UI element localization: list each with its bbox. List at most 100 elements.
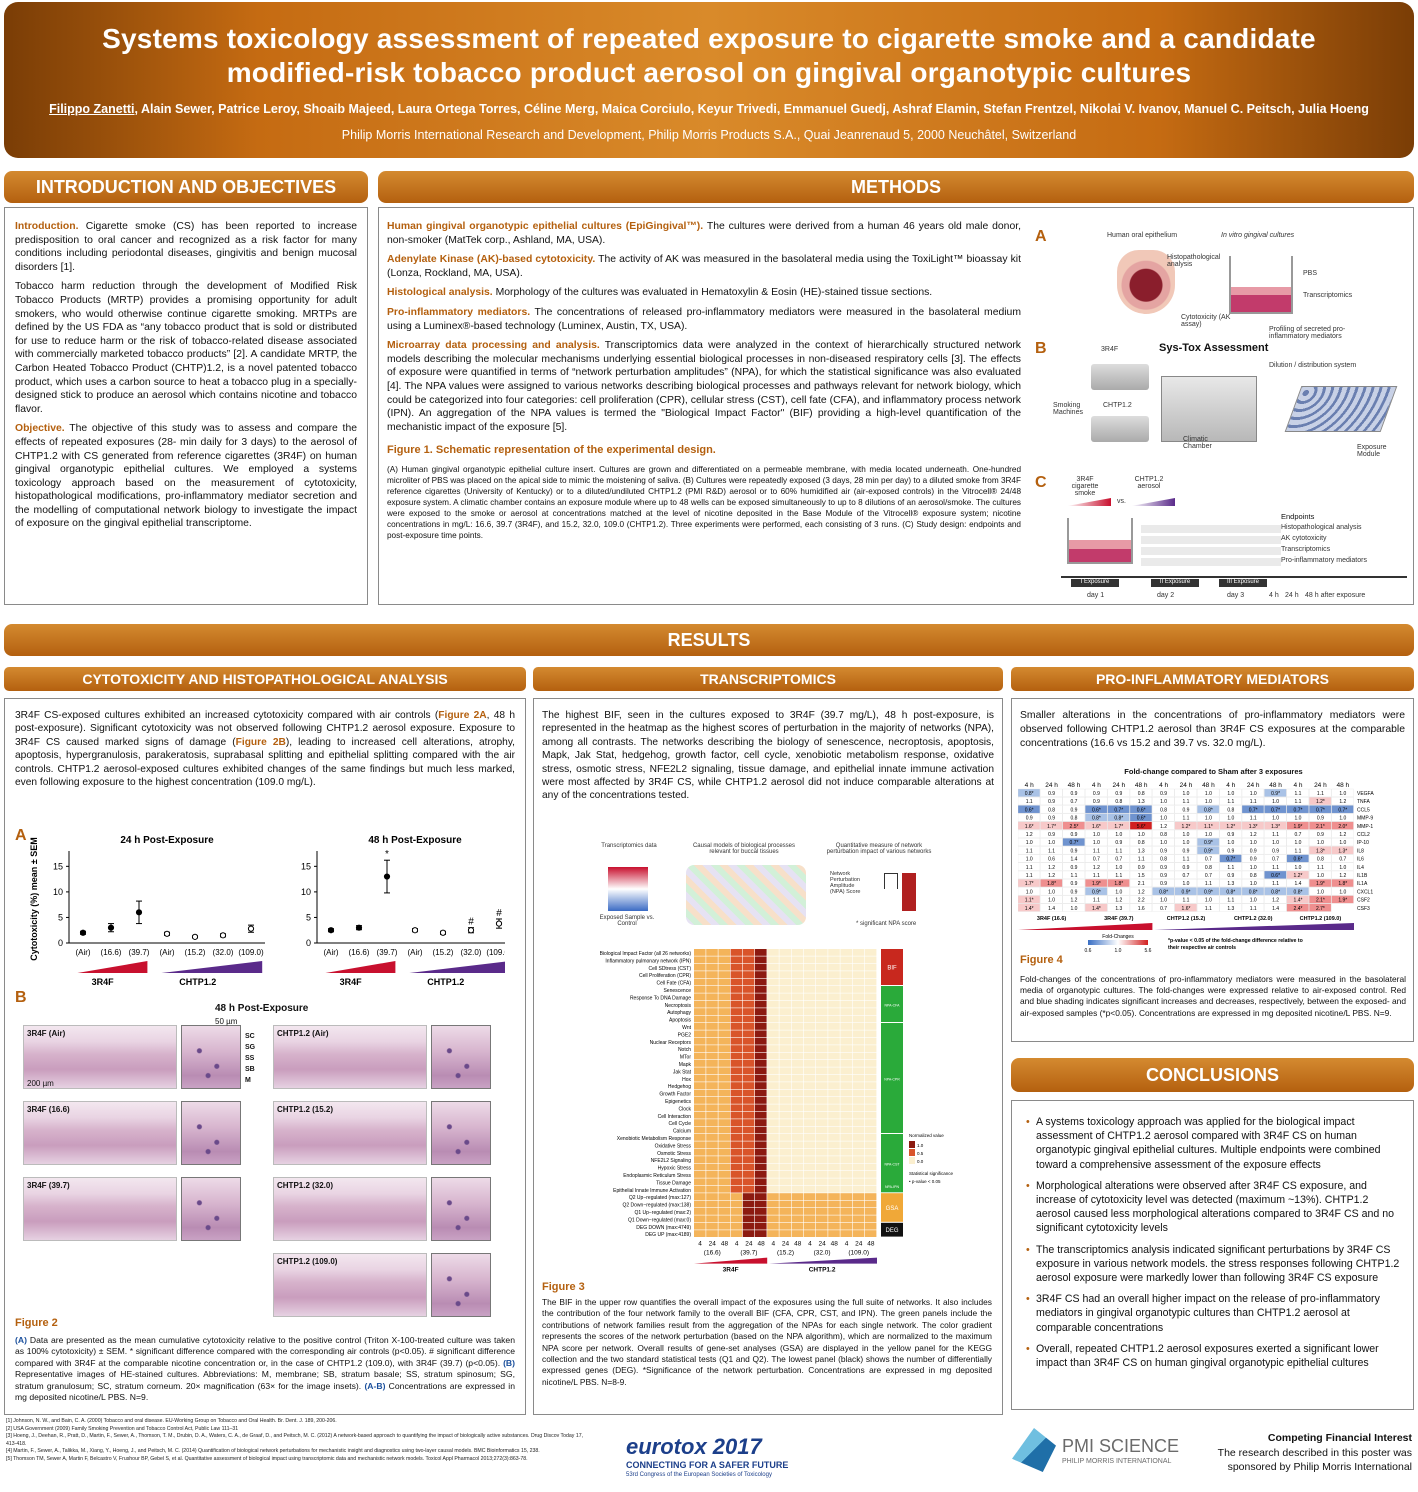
- heatmap-cell-11-9: [803, 1030, 816, 1038]
- fc-cell-14-0: [1018, 903, 1041, 912]
- fc-cell-2-10: [1241, 805, 1265, 814]
- heatmap-cell-24-13: [852, 1126, 865, 1134]
- heatmap-cell-12-8: [791, 1037, 804, 1045]
- fc-cell-14-5: [1129, 903, 1153, 912]
- fc-cell-text-12-2: 0.9: [1071, 889, 1078, 895]
- heatmap-cell-25-7: [779, 1134, 791, 1141]
- fc-cell-text-14-11: 1.4: [1272, 906, 1279, 912]
- fc-cell-text-11-9: 1.3: [1227, 881, 1234, 887]
- data-point-0-4: [191, 933, 199, 940]
- heatmap-cell-36-2: [718, 1215, 730, 1223]
- fc-cell-text-5-2: 0.9: [1071, 832, 1078, 838]
- heatmap-cell-27-10: [816, 1148, 828, 1156]
- heatmap-cell-6-12: [840, 993, 852, 1001]
- fc-cell-text-3-0: 0.9: [1026, 816, 1033, 822]
- heatmap-cell-37-14: [864, 1222, 877, 1230]
- x-tick-label-0-2: (39.7): [129, 948, 150, 957]
- heatmap-cell-4-11: [828, 978, 840, 986]
- heatmap-cell-6-3: [730, 993, 743, 1001]
- objective-heading: Objective.: [15, 423, 65, 435]
- heatmap-cell-6-1: [706, 993, 718, 1001]
- layer-m: M: [245, 1077, 251, 1084]
- schema-data-bars: [608, 867, 648, 911]
- timeline-axis: [1061, 576, 1407, 578]
- fc-cell-text-14-1: 1.4: [1048, 906, 1055, 912]
- fc-cell-9-2: [1062, 862, 1085, 871]
- layer-sb: SB: [245, 1066, 255, 1073]
- heatmap-cell-13-7: [779, 1045, 791, 1052]
- fc-cell-text-6-14: 1.0: [1339, 840, 1346, 846]
- fc-cell-3-5: [1129, 813, 1153, 822]
- fc-cell-8-13: [1309, 854, 1332, 863]
- heatmap-cell-11-13: [852, 1030, 865, 1038]
- heatmap-cell-22-6: [767, 1111, 779, 1119]
- fc-cell-text-14-3: 1.4*: [1092, 906, 1101, 912]
- heatmap-cell-32-0: [694, 1185, 706, 1193]
- heatmap-row-label-3: Cell Proliferation (CPR): [639, 973, 691, 979]
- fig1a-vitro: In vitro gingival cultures: [1221, 232, 1295, 239]
- heatmap-cell-35-1: [706, 1208, 718, 1215]
- fc-time-12: 4 h: [1293, 782, 1302, 789]
- heatmap-cell-9-14: [864, 1015, 877, 1023]
- heatmap-cell-34-4: [742, 1200, 755, 1208]
- heatmap-cell-23-4: [742, 1119, 755, 1126]
- fc-cell-6-6: [1152, 838, 1175, 847]
- heatmap-cell-19-6: [767, 1089, 779, 1097]
- fc-cell-text-5-9: 0.9: [1227, 832, 1234, 838]
- heatmap-cell-5-14: [864, 986, 877, 993]
- fc-cell-text-9-8: 0.8: [1205, 865, 1212, 871]
- heatmap-cell-26-2: [718, 1141, 730, 1149]
- heatmap-cell-0-6: [767, 949, 779, 956]
- heatmap-cell-12-6: [767, 1037, 779, 1045]
- fc-cell-text-10-8: 0.7: [1205, 873, 1212, 879]
- endpoint-transc: Transcriptomics: [1281, 546, 1331, 553]
- fc-group-2: CHTP1.2 (15.2): [1167, 916, 1206, 922]
- conclusion-4: 3R4F CS had an overall higher impact on …: [1026, 1292, 1403, 1335]
- fc-cell-10-9: [1219, 870, 1242, 879]
- heatmap-row-label-20: Epigenetics: [665, 1099, 691, 1105]
- fc-cell-text-8-7: 1.1: [1183, 857, 1190, 863]
- endpoint-histo: Histopathological analysis: [1281, 524, 1362, 531]
- heatmap-cell-27-0: [694, 1148, 706, 1156]
- layer-sg: SG: [245, 1044, 256, 1051]
- fc-cell-2-3: [1085, 805, 1108, 814]
- heatmap-cell-28-6: [767, 1156, 779, 1163]
- heatmap-cell-24-5: [755, 1126, 767, 1134]
- fc-cell-text-8-0: 1.0: [1026, 857, 1033, 863]
- method-1-text: The cultures were derived from a human 4…: [387, 221, 1021, 246]
- heatmap-cell-2-0: [694, 963, 706, 971]
- fc-cell-text-1-11: 1.0: [1272, 799, 1279, 805]
- fc-cell-11-3: [1085, 879, 1108, 888]
- fc-cell-1-2: [1062, 797, 1085, 806]
- heatmap-row-label-31: Tissue Damage: [656, 1180, 691, 1186]
- heatmap-cell-4-3: [730, 978, 743, 986]
- heatmap-cell-29-6: [767, 1163, 779, 1171]
- heatmap-cell-33-3: [730, 1193, 743, 1200]
- heatmap-cell-7-9: [803, 1000, 816, 1008]
- heatmap-cell-5-11: [828, 986, 840, 993]
- fc-cell-8-5: [1129, 854, 1153, 863]
- heatmap-cell-20-4: [742, 1097, 755, 1104]
- data-point-0-2: [135, 909, 143, 916]
- heatmap-cell-34-5: [755, 1200, 767, 1208]
- fc-cell-3-12: [1286, 813, 1309, 822]
- histo-chtp-air: [273, 1025, 427, 1089]
- data-point-0-0: [79, 929, 87, 936]
- heatmap-side-label-6: DEG: [885, 1228, 898, 1234]
- fc-time-1: 24 h: [1045, 782, 1058, 789]
- heatmap-row-label-26: Oxidative Stress: [655, 1143, 692, 1149]
- heatmap-side-block-6: [881, 1222, 903, 1237]
- fc-cell-text-2-10: 0.7*: [1249, 807, 1258, 813]
- heatmap-cell-13-1: [706, 1045, 718, 1052]
- data-point-0-1: [107, 924, 115, 931]
- heatmap-cell-30-11: [828, 1171, 840, 1178]
- heatmap-cell-16-5: [755, 1067, 767, 1075]
- fc-cell-5-6: [1152, 829, 1175, 838]
- heatmap-cell-27-9: [803, 1148, 816, 1156]
- intro-panel: Introduction. Cigarette smoke (CS) has b…: [4, 207, 368, 605]
- y-tick-label-1-2: 10: [301, 887, 311, 897]
- fc-cell-10-13: [1309, 870, 1332, 879]
- title-line-2: modified-risk tobacco product aerosol on…: [226, 57, 1192, 88]
- heatmap-cell-32-7: [779, 1185, 791, 1193]
- endpoint-stripes: [1141, 525, 1281, 569]
